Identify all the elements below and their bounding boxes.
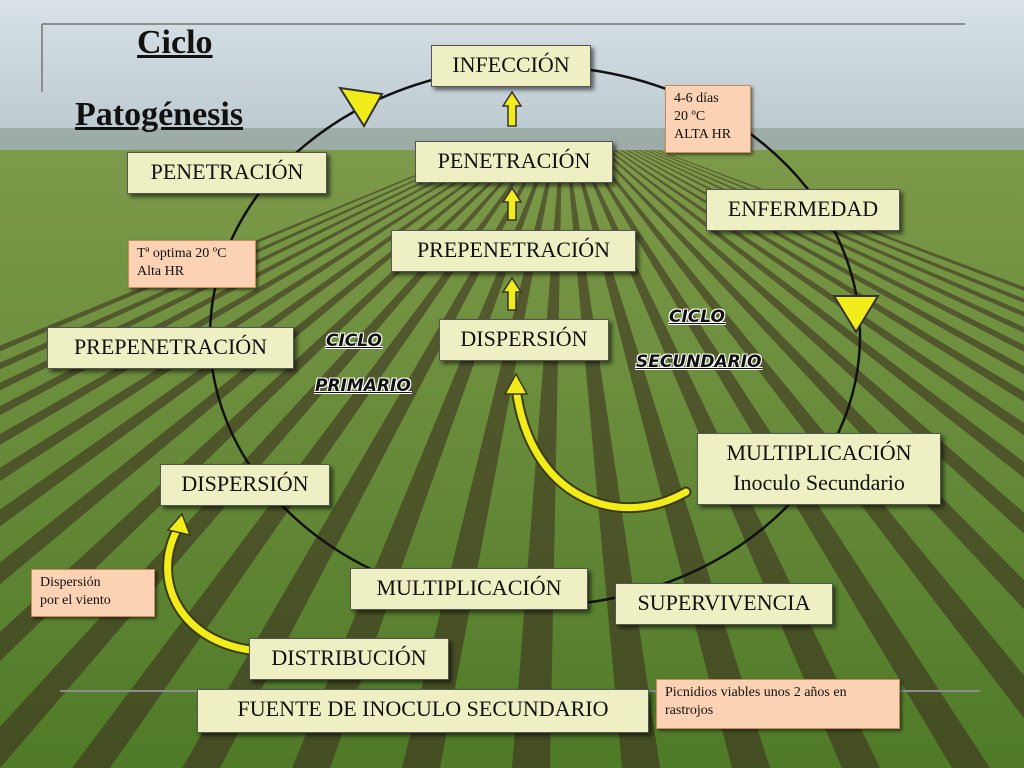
- note-conditions-line1: 4-6 días: [674, 91, 719, 106]
- box-prepenetracion-center: PREPENETRACIÓN: [391, 230, 636, 272]
- note-conditions-line3: ALTA HR: [674, 127, 732, 142]
- label-ciclo-primario-2: PRIMARIO: [315, 376, 411, 396]
- note-temperature-line2: Alta HR: [137, 264, 185, 279]
- note-conditions: 4-6 días 20 ºC ALTA HR: [665, 85, 751, 153]
- label-ciclo-secundario-1: CICLO: [669, 307, 725, 327]
- box-dispersion-left: DISPERSIÓN: [160, 464, 330, 506]
- box-distribucion: DISTRIBUCIÓN: [249, 638, 449, 680]
- note-picnidios: Picnidios viables unos 2 años en rastroj…: [656, 679, 900, 729]
- note-wind-line1: Dispersión: [40, 575, 101, 590]
- note-temperature: Tª optima 20 ºC Alta HR: [128, 240, 256, 288]
- cycle-arrowhead-left: [337, 86, 384, 128]
- label-ciclo-secundario-2: SECUNDARIO: [636, 352, 762, 372]
- box-multiplicacion-secundario-line2: Inoculo Secundario: [733, 470, 905, 495]
- up-arrow-2: [501, 186, 523, 221]
- box-supervivencia: SUPERVIVENCIA: [615, 583, 833, 625]
- cycle-arrowhead-right: [832, 295, 880, 334]
- label-ciclo-primario-1: CICLO: [326, 331, 382, 351]
- title-line-2: Patogénesis: [75, 96, 244, 133]
- box-penetracion-left: PENETRACIÓN: [127, 152, 327, 194]
- box-enfermedad: ENFERMEDAD: [706, 189, 900, 231]
- note-wind: Dispersión por el viento: [31, 569, 155, 617]
- box-prepenetracion-left: PREPENETRACIÓN: [47, 327, 294, 369]
- up-arrow-3: [501, 276, 523, 311]
- box-multiplicacion-secundario-line1: MULTIPLICACIÓN: [726, 440, 912, 465]
- note-wind-line2: por el viento: [40, 593, 111, 608]
- title-line-1: Ciclo: [137, 24, 213, 61]
- box-dispersion-center: DISPERSIÓN: [439, 319, 609, 361]
- box-penetracion-center: PENETRACIÓN: [415, 141, 613, 183]
- box-multiplicacion: MULTIPLICACIÓN: [350, 568, 588, 610]
- box-fuente-inoculo: FUENTE DE INOCULO SECUNDARIO: [197, 689, 649, 733]
- box-multiplicacion-secundario: MULTIPLICACIÓN Inoculo Secundario: [697, 433, 941, 505]
- note-temperature-line1: Tª optima 20 ºC: [137, 246, 227, 261]
- box-infeccion: INFECCIÓN: [431, 45, 591, 87]
- note-conditions-line2: 20 ºC: [674, 109, 706, 124]
- up-arrow-1: [501, 90, 523, 127]
